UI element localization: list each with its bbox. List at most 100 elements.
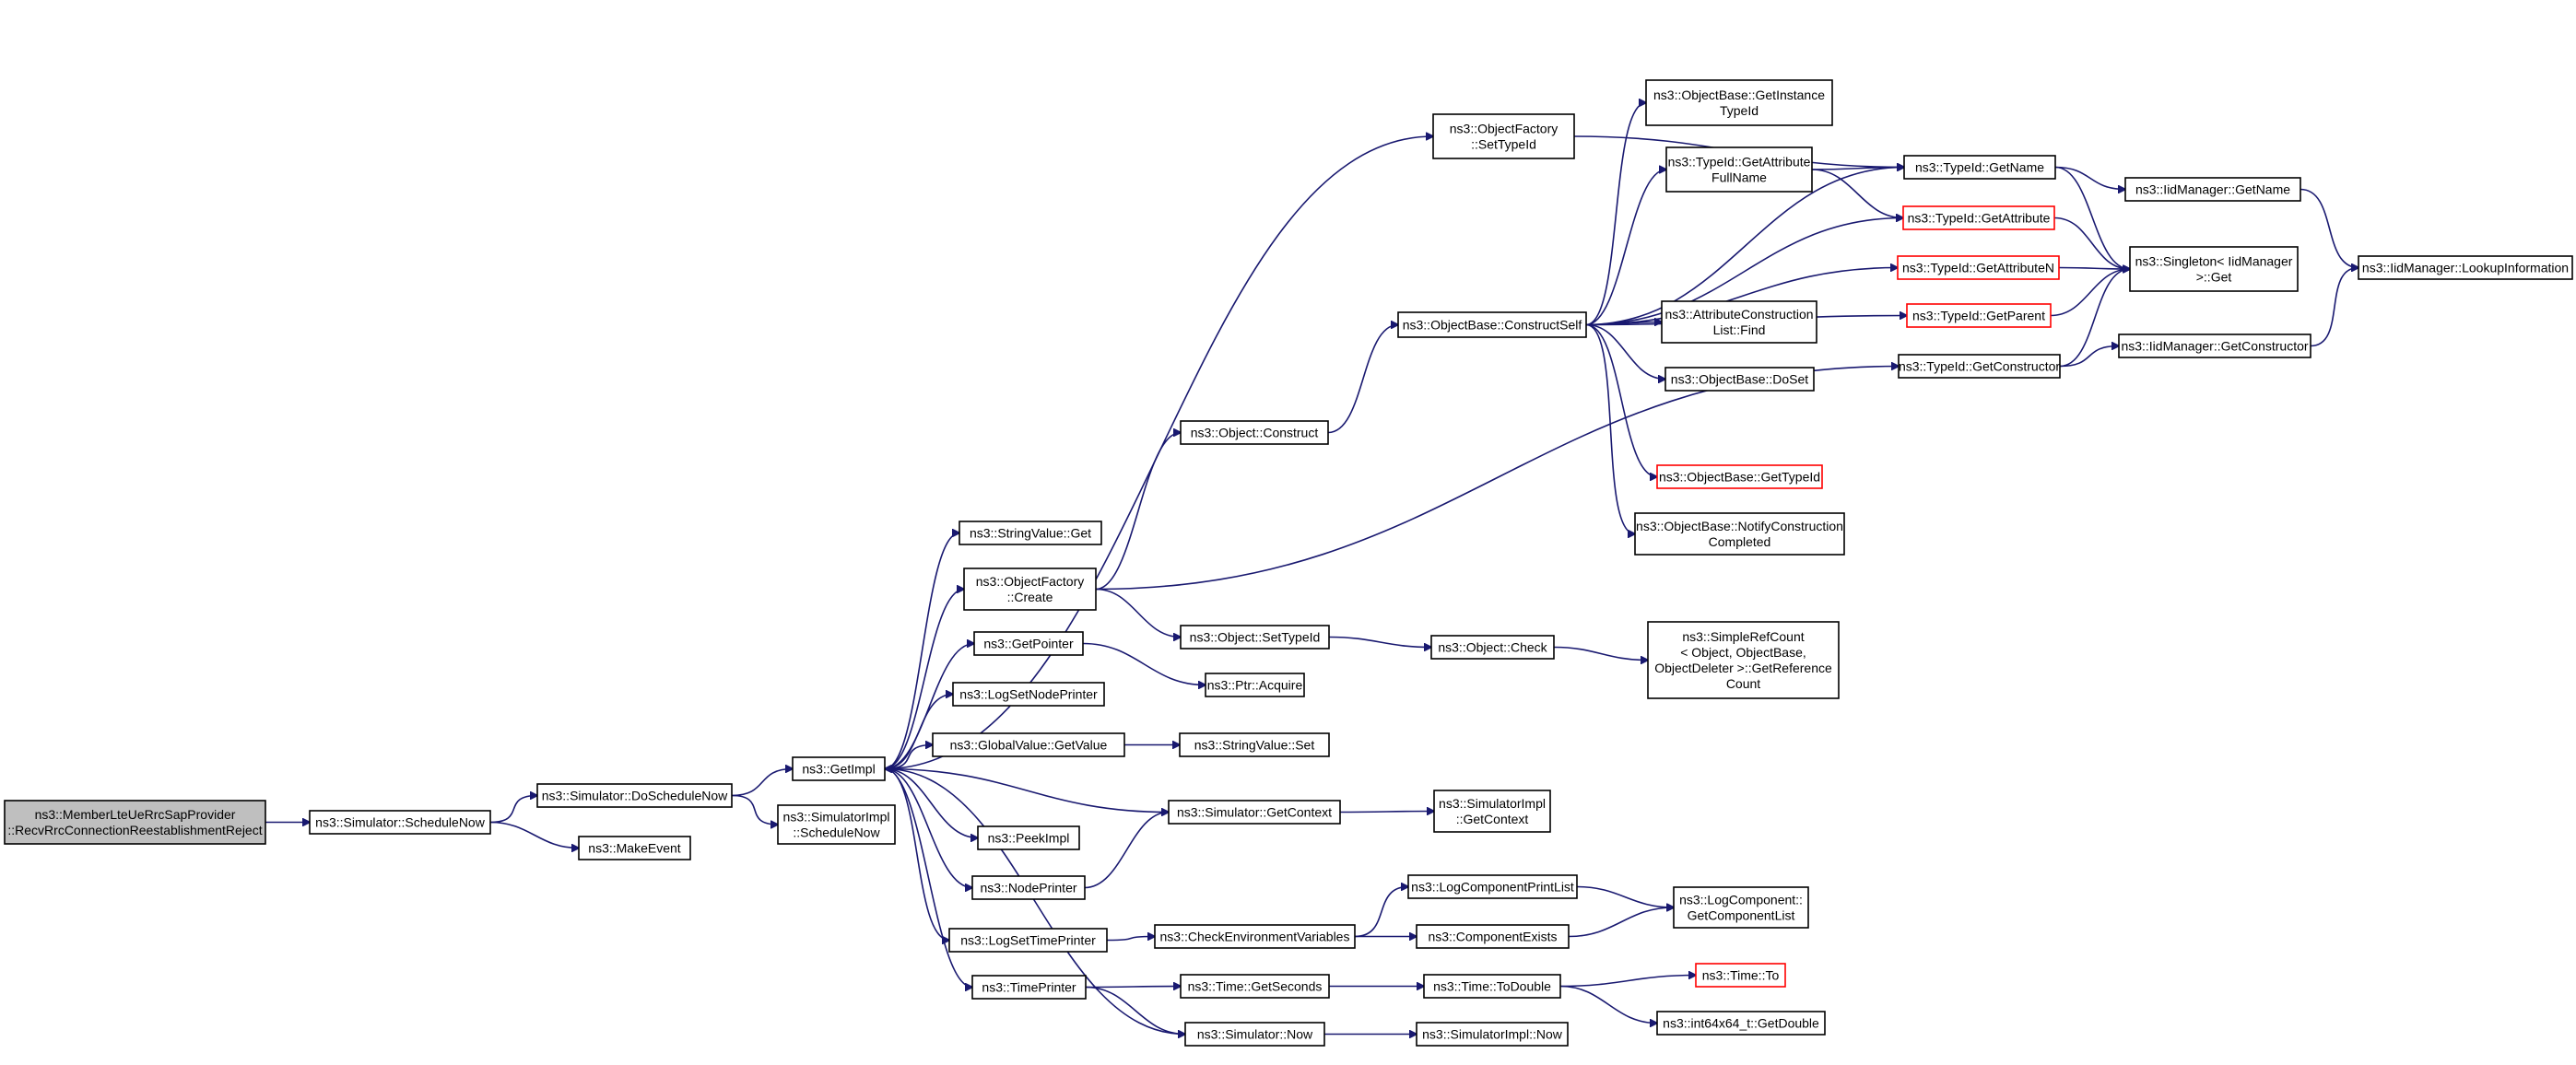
node-box bbox=[309, 810, 491, 835]
node-logsettimeprinter[interactable]: ns3::LogSetTimePrinter bbox=[948, 928, 1108, 953]
node-box bbox=[1673, 886, 1809, 929]
node-box bbox=[1695, 963, 1786, 988]
node-ob-notifyconstruction[interactable]: ns3::ObjectBase::NotifyConstructionCompl… bbox=[1634, 512, 1845, 556]
node-sim-getcontext[interactable]: ns3::Simulator::GetContext bbox=[1168, 800, 1341, 825]
node-nodeprinter[interactable]: ns3::NodePrinter bbox=[971, 875, 1086, 900]
node-box bbox=[1656, 1011, 1826, 1036]
node-box bbox=[1179, 732, 1330, 757]
node-iidmanager-getname[interactable]: ns3::IidManager::GetName bbox=[2124, 177, 2301, 202]
node-label: FullName bbox=[1711, 170, 1767, 184]
node-logcomponent-getlist[interactable]: ns3::LogComponent::GetComponentList bbox=[1673, 886, 1809, 929]
edge-doschedulenow-to-getimpl bbox=[731, 769, 793, 797]
node-label: ns3::SimulatorImpl bbox=[783, 809, 890, 824]
node-makeevent[interactable]: ns3::MakeEvent bbox=[578, 836, 691, 860]
node-simimpl-schedulenow[interactable]: ns3::SimulatorImpl::ScheduleNow bbox=[777, 804, 896, 845]
node-singleton-get[interactable]: ns3::Singleton< IidManager>::Get bbox=[2129, 246, 2299, 292]
node-label: TypeId bbox=[1720, 103, 1759, 118]
node-box bbox=[971, 975, 1087, 1000]
node-logcomponentprintlist[interactable]: ns3::LogComponentPrintList bbox=[1407, 874, 1578, 899]
node-label: ns3::ObjectBase::NotifyConstruction bbox=[1636, 519, 1843, 533]
node-label: ns3::ObjectFactory bbox=[976, 574, 1085, 589]
node-box bbox=[1902, 205, 2055, 230]
node-of-create[interactable]: ns3::ObjectFactory::Create bbox=[963, 568, 1097, 611]
edge-getimpl-to-stringvalue-get bbox=[884, 533, 959, 770]
node-label: < Object, ObjectBase, bbox=[1680, 645, 1806, 660]
node-getpointer[interactable]: ns3::GetPointer bbox=[973, 631, 1084, 656]
edge-getpointer-to-ptr-acquire bbox=[1082, 642, 1206, 685]
node-tid-getconstructor[interactable]: ns3::TypeId::GetConstructor bbox=[1898, 354, 2061, 379]
edge-object-construct-to-ob-constructself bbox=[1327, 325, 1398, 434]
edge-timeprinter-to-time-getseconds bbox=[1085, 987, 1181, 988]
node-sim-now[interactable]: ns3::Simulator::Now bbox=[1184, 1022, 1325, 1047]
node-ptr-acquire[interactable]: ns3::Ptr::Acquire bbox=[1205, 673, 1305, 697]
node-tid-getparent[interactable]: ns3::TypeId::GetParent bbox=[1906, 303, 2052, 328]
node-label: ObjectDeleter >::GetReference bbox=[1654, 661, 1832, 675]
node-box bbox=[1634, 512, 1845, 556]
node-box bbox=[1397, 311, 1587, 338]
node-tid-getname[interactable]: ns3::TypeId::GetName bbox=[1903, 155, 2056, 180]
node-time-getseconds[interactable]: ns3::Time::GetSeconds bbox=[1180, 974, 1330, 999]
node-box bbox=[1205, 673, 1305, 697]
node-label: ns3::StringValue::Get bbox=[970, 525, 1091, 540]
node-iidmanager-lookupinformation[interactable]: ns3::IidManager::LookupInformation bbox=[2358, 255, 2573, 280]
node-label: ns3::TypeId::GetAttribute bbox=[1668, 154, 1811, 169]
node-int64x64-getdouble[interactable]: ns3::int64x64_t::GetDouble bbox=[1656, 1011, 1826, 1036]
node-box bbox=[578, 836, 691, 860]
node-tid-getattributen[interactable]: ns3::TypeId::GetAttributeN bbox=[1897, 255, 2060, 280]
node-box bbox=[536, 783, 733, 808]
node-time-to[interactable]: ns3::Time::To bbox=[1695, 963, 1786, 988]
node-box bbox=[4, 800, 266, 845]
node-label: ns3::TimePrinter bbox=[982, 979, 1076, 994]
edge-schedulenow-to-doschedulenow bbox=[489, 796, 537, 824]
node-ob-constructself[interactable]: ns3::ObjectBase::ConstructSelf bbox=[1397, 311, 1587, 338]
node-simimpl-getcontext[interactable]: ns3::SimulatorImpl::GetContext bbox=[1433, 790, 1551, 833]
node-object-settypeid[interactable]: ns3::Object::SetTypeId bbox=[1180, 625, 1330, 650]
node-iidmanager-getconstructor[interactable]: ns3::IidManager::GetConstructor bbox=[2118, 334, 2311, 358]
node-root[interactable]: ns3::MemberLteUeRrcSapProvider::RecvRrcC… bbox=[4, 800, 266, 845]
node-componentexists[interactable]: ns3::ComponentExists bbox=[1416, 924, 1570, 949]
node-box bbox=[1656, 464, 1823, 489]
node-globalvalue-getvalue[interactable]: ns3::GlobalValue::GetValue bbox=[932, 732, 1125, 757]
edge-tid-getattributefullname-to-tid-getname bbox=[1811, 168, 1904, 170]
node-stringvalue-set[interactable]: ns3::StringValue::Set bbox=[1179, 732, 1330, 757]
node-peekimpl[interactable]: ns3::PeekImpl bbox=[977, 825, 1080, 850]
node-box bbox=[971, 875, 1086, 900]
node-label: ns3::Time::ToDouble bbox=[1433, 978, 1551, 993]
node-label: ns3::int64x64_t::GetDouble bbox=[1663, 1015, 1819, 1030]
node-stringvalue-get[interactable]: ns3::StringValue::Get bbox=[959, 521, 1102, 545]
node-simimpl-now[interactable]: ns3::SimulatorImpl::Now bbox=[1416, 1022, 1569, 1047]
node-label: ns3::Simulator::ScheduleNow bbox=[315, 814, 486, 829]
node-schedulenow[interactable]: ns3::Simulator::ScheduleNow bbox=[309, 810, 491, 835]
node-getimpl[interactable]: ns3::GetImpl bbox=[792, 756, 886, 781]
node-timeprinter[interactable]: ns3::TimePrinter bbox=[971, 975, 1087, 1000]
edge-iidmanager-getname-to-iidmanager-lookupinformation bbox=[2300, 188, 2358, 268]
node-of-settypeid[interactable]: ns3::ObjectFactory::SetTypeId bbox=[1432, 113, 1575, 159]
node-box bbox=[1180, 420, 1329, 445]
node-label: ns3::Object::Check bbox=[1438, 639, 1547, 654]
node-logsetnodeprinter[interactable]: ns3::LogSetNodePrinter bbox=[952, 682, 1105, 707]
node-ob-gettypeid[interactable]: ns3::ObjectBase::GetTypeId bbox=[1656, 464, 1823, 489]
node-simplerefcount[interactable]: ns3::SimpleRefCount< Object, ObjectBase,… bbox=[1647, 621, 1840, 699]
node-object-construct[interactable]: ns3::Object::Construct bbox=[1180, 420, 1329, 445]
node-tid-getattribute[interactable]: ns3::TypeId::GetAttribute bbox=[1902, 205, 2055, 230]
node-label: ns3::ObjectFactory bbox=[1450, 121, 1559, 135]
node-label: ns3::LogComponentPrintList bbox=[1411, 879, 1574, 894]
edge-object-settypeid-to-object-check bbox=[1328, 636, 1431, 648]
node-label: ::RecvRrcConnectionReestablishmentReject bbox=[7, 823, 262, 837]
node-doschedulenow[interactable]: ns3::Simulator::DoScheduleNow bbox=[536, 783, 733, 808]
node-label: ns3::GetImpl bbox=[802, 761, 875, 776]
node-label: ns3::Object::Construct bbox=[1191, 425, 1319, 439]
node-label: Count bbox=[1726, 676, 1760, 691]
node-box bbox=[1645, 79, 1833, 126]
edge-time-todouble-to-int64x64-getdouble bbox=[1559, 985, 1657, 1024]
node-checkenv[interactable]: ns3::CheckEnvironmentVariables bbox=[1154, 924, 1356, 949]
node-time-todouble[interactable]: ns3::Time::ToDouble bbox=[1423, 974, 1561, 999]
node-ob-doset[interactable]: ns3::ObjectBase::DoSet bbox=[1664, 367, 1815, 392]
node-label: ns3::ObjectBase::GetTypeId bbox=[1659, 469, 1820, 484]
edge-ob-constructself-to-tid-getname bbox=[1585, 168, 1904, 326]
node-object-check[interactable]: ns3::Object::Check bbox=[1430, 635, 1555, 660]
